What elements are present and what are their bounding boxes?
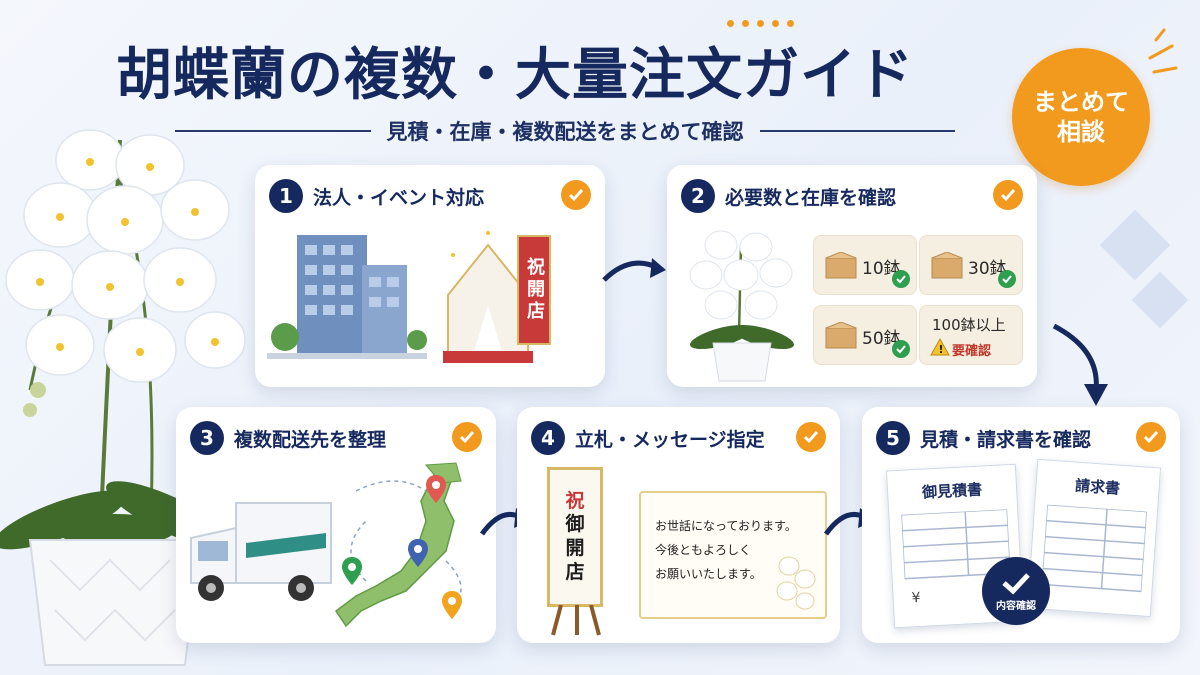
tatefuda-char: 店 <box>565 560 585 583</box>
office-building-icon <box>267 235 427 359</box>
step-4-title: 立札・メッセージ指定 <box>575 428 765 451</box>
page-subtitle: 見積・在庫・複数配送をまとめて確認 <box>386 120 744 144</box>
arrow-icon <box>1052 323 1108 406</box>
estimate-document: 御見積書 ¥ <box>885 463 1025 629</box>
message-line: 今後ともよろしく <box>655 543 752 557</box>
check-icon <box>993 180 1023 210</box>
stock-item-30: 30鉢 <box>919 235 1023 295</box>
step-3-header: 3 複数配送先を整理 <box>190 419 482 457</box>
check-icon <box>1002 572 1030 594</box>
ok-check-icon <box>998 270 1016 288</box>
step-5-number: 5 <box>876 421 910 455</box>
step-2-card: 2 必要数と在庫を確認 10鉢 30鉢 50鉢 100鉢以上 ! 要確認 <box>667 165 1037 387</box>
stock-note: 要確認 <box>952 344 992 359</box>
tatefuda-char: 祝 <box>565 489 585 512</box>
location-pin-icon <box>426 475 446 503</box>
step-5-title: 見積・請求書を確認 <box>920 428 1092 451</box>
box-icon <box>825 252 857 279</box>
yen-symbol: ¥ <box>911 589 922 607</box>
content-confirm-badge: 内容確認 <box>982 557 1050 625</box>
box-icon <box>931 252 963 279</box>
step-1-number: 1 <box>269 179 303 213</box>
celebration-banner: 祝開店 <box>517 235 551 345</box>
orchid-flower-icon <box>776 556 816 610</box>
stock-item-100-plus: 100鉢以上 ! 要確認 <box>919 305 1023 365</box>
subtitle-rule-right <box>759 130 955 132</box>
tatefuda-char: 御 <box>565 513 585 536</box>
decorative-dots <box>727 20 794 27</box>
document-title: 請求書 <box>1074 476 1121 498</box>
message-line: お世話になっております。 <box>655 519 797 533</box>
stock-qty: 50鉢 <box>862 329 901 349</box>
step-2-number: 2 <box>681 179 715 213</box>
location-pin-icon <box>342 557 362 585</box>
tatefuda-char: 開 <box>565 537 585 559</box>
message-line: お願いいたします。 <box>655 567 762 581</box>
celebration-banner-text: 祝開店 <box>524 257 545 323</box>
stock-item-10: 10鉢 <box>813 235 917 295</box>
check-icon <box>452 422 482 452</box>
content-confirm-label: 内容確認 <box>996 600 1036 612</box>
document-title: 御見積書 <box>921 480 983 502</box>
step-2-title: 必要数と在庫を確認 <box>725 186 897 209</box>
step-3-title: 複数配送先を整理 <box>234 428 387 451</box>
arrow-icon <box>602 258 666 282</box>
check-icon <box>1136 422 1166 452</box>
step-1-header: 1 法人・イベント対応 <box>269 177 591 215</box>
orchid-plant-icon <box>689 230 794 382</box>
check-icon <box>796 422 826 452</box>
step-1-title: 法人・イベント対応 <box>313 186 485 209</box>
step-4-header: 4 立札・メッセージ指定 <box>531 419 826 457</box>
box-icon <box>825 322 857 349</box>
tatefuda-sign: 祝 御 開 店 <box>547 467 603 607</box>
document-table-icon <box>1040 504 1147 593</box>
stock-item-50: 50鉢 <box>813 305 917 365</box>
page-title: 胡蝶蘭の複数・大量注文ガイド <box>116 43 914 108</box>
location-pin-icon <box>408 539 428 567</box>
event-tent-icon <box>443 231 533 363</box>
stock-qty: 10鉢 <box>862 259 901 279</box>
svg-text:!: ! <box>939 343 944 356</box>
step-3-card: 3 複数配送先を整理 <box>176 407 496 643</box>
japan-map-icon <box>334 462 462 628</box>
document-table-icon <box>901 509 1011 580</box>
background-pattern <box>1099 209 1189 329</box>
subtitle-rule-left <box>175 130 371 132</box>
message-card: お世話になっております。 今後ともよろしく お願いいたします。 <box>639 491 827 619</box>
delivery-truck-icon <box>190 502 332 601</box>
easel-icon <box>551 605 601 636</box>
location-pin-icon <box>442 591 462 619</box>
step-1-card: 1 法人・イベント対応 祝開店 <box>255 165 605 387</box>
step-5-header: 5 見積・請求書を確認 <box>876 419 1166 457</box>
check-icon <box>561 180 591 210</box>
step-3-number: 3 <box>190 421 224 455</box>
invoice-document: 請求書 <box>1026 458 1162 618</box>
step-4-card: 4 立札・メッセージ指定 祝 御 開 店 お世話になっております。 今後ともよろ… <box>517 407 840 643</box>
stock-qty: 30鉢 <box>968 259 1007 279</box>
sparkle-rays-icon <box>1148 28 1178 74</box>
orchid-plant-icon <box>0 129 246 666</box>
ok-check-icon <box>892 270 910 288</box>
step-4-number: 4 <box>531 421 565 455</box>
subtitle-row: 見積・在庫・複数配送をまとめて確認 <box>175 116 955 146</box>
consult-badge-label: まとめて相談 <box>1033 88 1129 146</box>
consult-badge: まとめて相談 <box>1012 48 1150 186</box>
stock-qty: 100鉢以上 <box>932 316 1006 334</box>
warning-icon: ! <box>930 338 950 356</box>
ok-check-icon <box>892 340 910 358</box>
step-5-card: 5 見積・請求書を確認 請求書 御見積書 ¥ 内容確認 <box>862 407 1180 643</box>
step-2-header: 2 必要数と在庫を確認 <box>681 177 1023 215</box>
